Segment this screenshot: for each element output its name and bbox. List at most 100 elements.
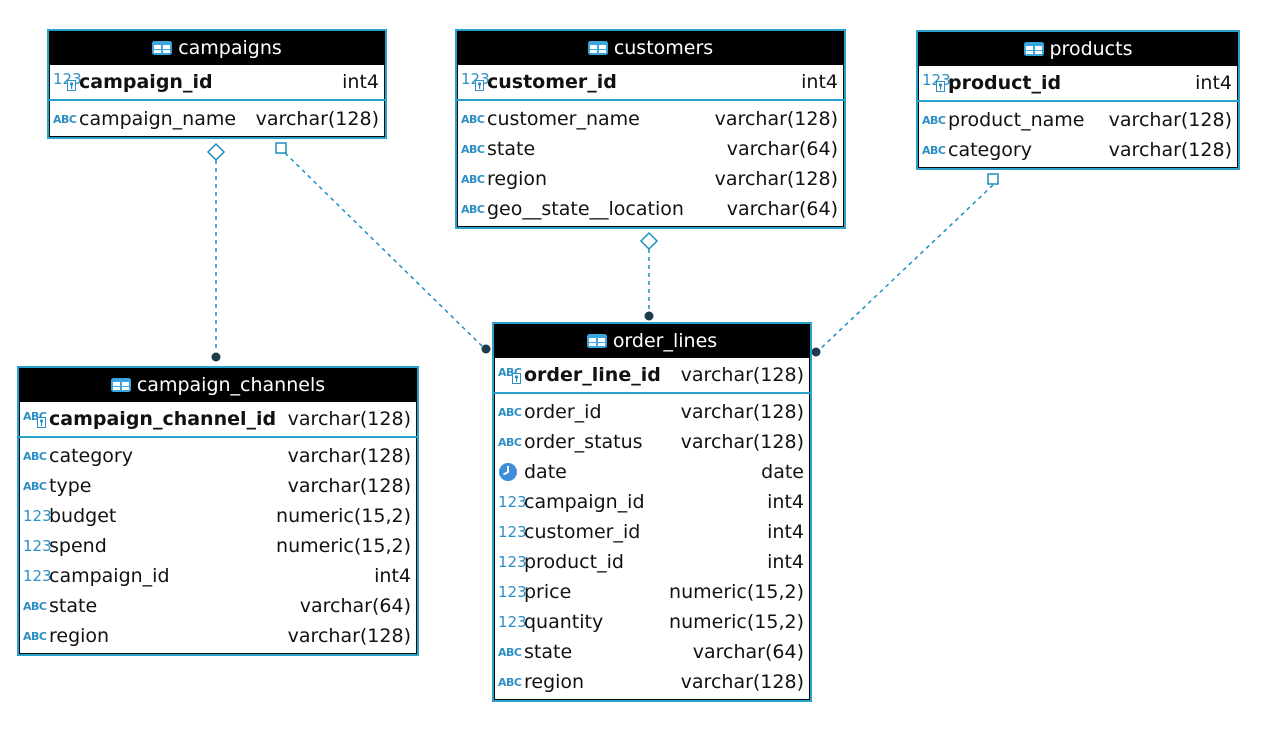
table-icon bbox=[587, 41, 608, 55]
column-type: int4 bbox=[767, 491, 804, 513]
numeric-type-icon: 123 bbox=[498, 553, 527, 571]
link-campaigns-campaign-channels[interactable] bbox=[206, 142, 226, 362]
text-type-icon: ABC bbox=[461, 172, 485, 186]
column-type: varchar(64) bbox=[726, 138, 838, 160]
entity-header[interactable]: campaigns bbox=[49, 31, 385, 65]
column-type: numeric(15,2) bbox=[276, 535, 411, 557]
column-name: customer_id bbox=[487, 71, 617, 93]
column-name: state bbox=[524, 641, 573, 663]
entity-header[interactable]: order_lines bbox=[494, 324, 810, 358]
diamond-marker bbox=[206, 142, 226, 162]
numeric-type-icon: 123 bbox=[498, 583, 527, 601]
column-type: varchar(64) bbox=[726, 198, 838, 220]
text-type-icon: ABC bbox=[461, 142, 485, 156]
column-name: order_line_id bbox=[524, 364, 661, 386]
numeric-type-icon: 123 bbox=[23, 537, 52, 555]
text-type-icon: ABC bbox=[23, 479, 47, 493]
column-name: category bbox=[49, 445, 133, 467]
column-name: region bbox=[524, 671, 585, 693]
link-customers-order-lines[interactable] bbox=[639, 231, 659, 321]
column-type: varchar(128) bbox=[287, 445, 411, 467]
column-type: varchar(128) bbox=[1108, 109, 1232, 131]
text-type-icon: ABC bbox=[498, 645, 522, 659]
entity-header[interactable]: campaign_channels bbox=[19, 368, 417, 402]
column-type: varchar(128) bbox=[680, 401, 804, 423]
column-name: product_name bbox=[948, 109, 1085, 131]
column-name: type bbox=[49, 475, 92, 497]
entity-header[interactable]: products bbox=[918, 32, 1238, 66]
column-name: spend bbox=[49, 535, 107, 557]
text-type-icon: ABC bbox=[53, 112, 77, 126]
column-name: order_status bbox=[524, 431, 643, 453]
table-icon bbox=[110, 378, 131, 392]
column-type: int4 bbox=[374, 565, 411, 587]
text-type-icon: ABC bbox=[922, 113, 946, 127]
column-name: region bbox=[49, 625, 110, 647]
column-type: numeric(15,2) bbox=[669, 581, 804, 603]
column-type: varchar(128) bbox=[680, 431, 804, 453]
link-campaigns-order-lines[interactable] bbox=[275, 142, 491, 354]
table-icon bbox=[586, 334, 607, 348]
column-type: varchar(128) bbox=[680, 671, 804, 693]
column-type: varchar(64) bbox=[299, 595, 411, 617]
link-products-order-lines[interactable] bbox=[811, 173, 999, 357]
text-type-icon: ABC bbox=[461, 202, 485, 216]
text-type-icon: ABC bbox=[23, 629, 47, 643]
column-type: varchar(128) bbox=[287, 475, 411, 497]
column-type: int4 bbox=[801, 71, 838, 93]
entity-header[interactable]: customers bbox=[457, 31, 844, 65]
dot-marker bbox=[644, 311, 654, 321]
column-name: price bbox=[524, 581, 572, 603]
entity-title: customers bbox=[613, 37, 714, 59]
diamond-marker bbox=[639, 231, 659, 251]
column-type: numeric(15,2) bbox=[669, 611, 804, 633]
numeric-type-icon: 123 bbox=[23, 567, 52, 585]
numeric-type-icon: 123 bbox=[23, 507, 52, 525]
text-type-icon: ABC bbox=[461, 112, 485, 126]
dot-marker bbox=[211, 352, 221, 362]
text-type-icon: ABC bbox=[498, 675, 522, 689]
